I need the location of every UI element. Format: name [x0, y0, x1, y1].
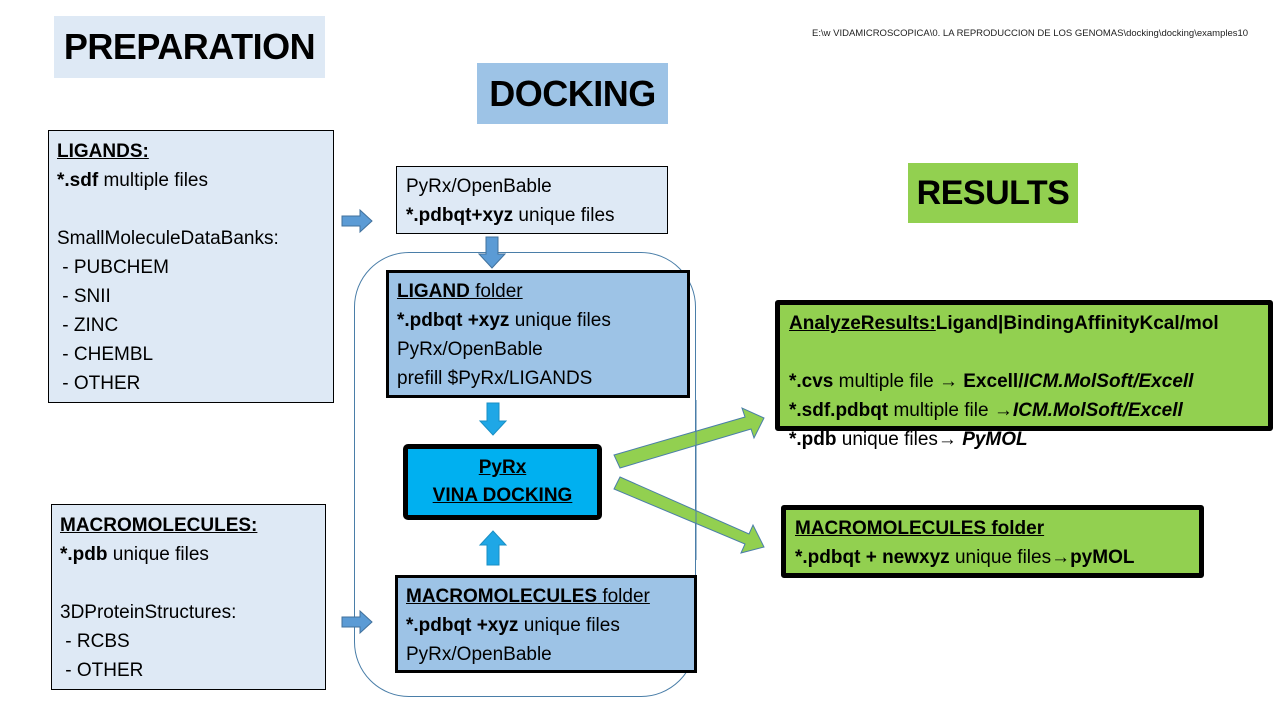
converter-box: PyRx/OpenBable *.pdbqt+xyz unique files	[396, 166, 668, 234]
macromolecules-folder-title-rest: folder	[597, 586, 650, 607]
analyze-row-desc: multiple file	[888, 400, 994, 421]
analyze-row-target-italic: ICM.MolSoft/Excell	[1023, 371, 1194, 392]
ligands-bank-item: - CHEMBL	[57, 344, 154, 365]
macromolecules-result-title: MACROMOLECULES folder	[795, 518, 1045, 539]
preparation-header: PREPARATION	[54, 16, 325, 78]
macromolecules-result-format: *.pdbqt + newxyz unique files→pyMOL	[795, 543, 1190, 572]
ligand-folder-prefill: prefill $PyRx/LIGANDS	[397, 368, 593, 389]
analyze-results-title-fields: Ligand|BindingAffinityKcal/mol	[935, 313, 1219, 334]
analyze-results-title: AnalyzeResults:Ligand|BindingAffinityKca…	[789, 309, 1259, 338]
macromolecules-result-format-ext: *.pdbqt + newxyz	[795, 547, 950, 568]
ligands-bank-item: - OTHER	[57, 373, 141, 394]
macromolecules-format-desc: unique files	[107, 544, 209, 565]
results-header: RESULTS	[908, 163, 1078, 223]
ligands-bank-item: - PUBCHEM	[57, 257, 169, 278]
arrow-right-icon: →	[1051, 547, 1071, 568]
arrow-right-icon: →	[993, 400, 1013, 421]
ligands-title: LIGANDS:	[57, 141, 149, 162]
macromolecules-source-item: - OTHER	[60, 660, 144, 681]
analyze-row-format: *.sdf.pdbqt	[789, 400, 889, 421]
macromolecules-result-box: MACROMOLECULES folder *.pdbqt + newxyz u…	[781, 505, 1204, 578]
ligand-folder-box: LIGAND folder *.pdbqt +xyz unique files …	[386, 270, 690, 398]
macromolecules-folder-title: MACROMOLECULES folder	[406, 582, 686, 611]
ligands-bank-item: - ZINC	[57, 315, 119, 336]
ligands-format-desc: multiple files	[98, 170, 209, 191]
macromolecules-result-target: pyMOL	[1070, 547, 1135, 568]
analyze-row-target: Excell/	[957, 371, 1024, 392]
analyze-results-title-label: AnalyzeResults:	[789, 313, 936, 334]
converter-format-ext: *.pdbqt+xyz	[406, 205, 514, 226]
ligand-folder-title-bold: LIGAND	[397, 281, 470, 302]
converter-format: *.pdbqt+xyz unique files	[406, 201, 658, 230]
ligands-format: *.sdf multiple files	[57, 166, 325, 195]
analyze-row-target-italic: ICM.MolSoft/Excell	[1012, 400, 1183, 421]
analyze-results-row: *.cvs multiple file → Excell/ICM.MolSoft…	[789, 338, 1259, 396]
arrow-right-icon	[341, 208, 373, 234]
macromolecules-folder-format-ext: *.pdbqt +xyz	[406, 615, 519, 636]
ligand-folder-tool: PyRx/OpenBable	[397, 339, 543, 360]
analyze-row-format: *.pdb	[789, 429, 837, 450]
macromolecules-format-ext: *.pdb	[60, 544, 108, 565]
macromolecules-format: *.pdb unique files	[60, 540, 317, 569]
analyze-results-box: AnalyzeResults:Ligand|BindingAffinityKca…	[775, 300, 1273, 450]
macromolecules-source-item: - RCBS	[60, 631, 130, 652]
vina-tool-name: PyRx	[478, 457, 527, 478]
ligand-folder-title: LIGAND folder	[397, 277, 679, 306]
macromolecules-sources-label: 3DProteinStructures:	[60, 602, 237, 623]
macromolecules-folder-format-desc: unique files	[518, 615, 620, 636]
converter-format-desc: unique files	[513, 205, 615, 226]
converter-tool: PyRx/OpenBable	[406, 176, 552, 197]
ligands-bank-item: - SNII	[57, 286, 111, 307]
ligands-banks-label: SmallMoleculeDataBanks:	[57, 228, 279, 249]
ligand-folder-title-rest: folder	[469, 281, 523, 302]
macromolecules-folder-tool: PyRx/OpenBable	[406, 644, 552, 665]
ligand-folder-format-ext: *.pdbqt +xyz	[397, 310, 510, 331]
analyze-row-format: *.cvs	[789, 371, 834, 392]
ligands-box: LIGANDS: *.sdf multiple files SmallMolec…	[48, 130, 334, 403]
analyze-row-desc: unique files	[836, 429, 938, 450]
ligand-folder-format: *.pdbqt +xyz unique files	[397, 306, 679, 335]
docking-header: DOCKING	[477, 63, 668, 124]
arrow-right-icon: →	[938, 371, 958, 392]
ligand-folder-format-desc: unique files	[509, 310, 611, 331]
vina-docking-label: VINA DOCKING	[432, 485, 573, 506]
macromolecules-title: MACROMOLECULES:	[60, 515, 258, 536]
arrow-right-icon: →	[937, 429, 957, 450]
macromolecules-folder-format: *.pdbqt +xyz unique files	[406, 611, 686, 640]
macromolecules-folder-box: MACROMOLECULES folder *.pdbqt +xyz uniqu…	[395, 575, 697, 673]
file-path-label: E:\w VIDAMICROSCOPICA\0. LA REPRODUCCION…	[812, 28, 1249, 39]
analyze-row-target-italic: PyMOL	[962, 429, 1028, 450]
macromolecules-box: MACROMOLECULES: *.pdb unique files 3DPro…	[51, 504, 326, 690]
analyze-results-row: *.pdb unique files→ PyMOL	[789, 425, 1259, 454]
macromolecules-result-format-desc: unique files	[949, 547, 1052, 568]
analyze-results-row: *.sdf.pdbqt multiple file →ICM.MolSoft/E…	[789, 396, 1259, 425]
analyze-row-desc: multiple file	[833, 371, 939, 392]
ligands-format-ext: *.sdf	[57, 170, 99, 191]
vina-docking-box: PyRx VINA DOCKING	[403, 444, 602, 520]
macromolecules-folder-title-bold: MACROMOLECULES	[406, 586, 598, 607]
